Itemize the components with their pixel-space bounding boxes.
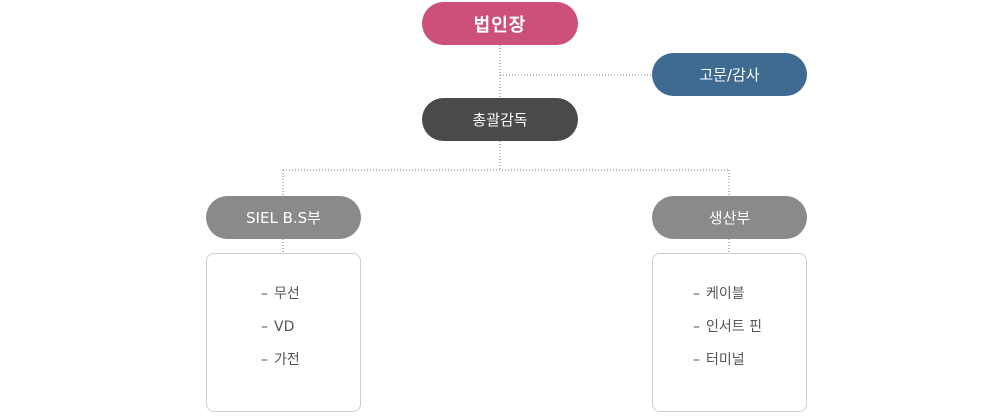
list-item: –케이블 <box>693 285 762 303</box>
list-item: –VD <box>261 318 300 336</box>
node-advisor-label: 고문/감사 <box>699 66 760 84</box>
department-box-siel: –무선 –VD –가전 <box>206 253 361 412</box>
node-department-production-label: 생산부 <box>708 209 751 227</box>
node-department-siel: SIEL B.S부 <box>206 196 361 239</box>
list-item: –터미널 <box>693 351 762 369</box>
node-director: 총괄감독 <box>422 98 578 141</box>
node-department-siel-label: SIEL B.S부 <box>246 209 321 227</box>
department-box-production: –케이블 –인서트 핀 –터미널 <box>652 253 807 412</box>
item-label: 터미널 <box>706 352 745 368</box>
item-dash: – <box>261 352 268 368</box>
node-ceo-label: 법인장 <box>473 14 527 36</box>
node-advisor: 고문/감사 <box>652 53 807 96</box>
item-label: VD <box>274 319 295 335</box>
node-director-label: 총괄감독 <box>472 111 528 129</box>
item-label: 가전 <box>274 352 300 368</box>
department-item-list: –무선 –VD –가전 <box>261 285 300 384</box>
item-dash: – <box>693 319 700 335</box>
list-item: –무선 <box>261 285 300 303</box>
node-ceo: 법인장 <box>422 2 578 45</box>
item-dash: – <box>693 286 700 302</box>
list-item: –가전 <box>261 351 300 369</box>
item-dash: – <box>261 286 268 302</box>
list-item: –인서트 핀 <box>693 318 762 336</box>
node-department-production: 생산부 <box>652 196 807 239</box>
item-label: 무선 <box>274 286 300 302</box>
item-dash: – <box>693 352 700 368</box>
item-label: 인서트 핀 <box>706 319 762 335</box>
item-label: 케이블 <box>706 286 745 302</box>
department-item-list: –케이블 –인서트 핀 –터미널 <box>693 285 762 384</box>
item-dash: – <box>261 319 268 335</box>
